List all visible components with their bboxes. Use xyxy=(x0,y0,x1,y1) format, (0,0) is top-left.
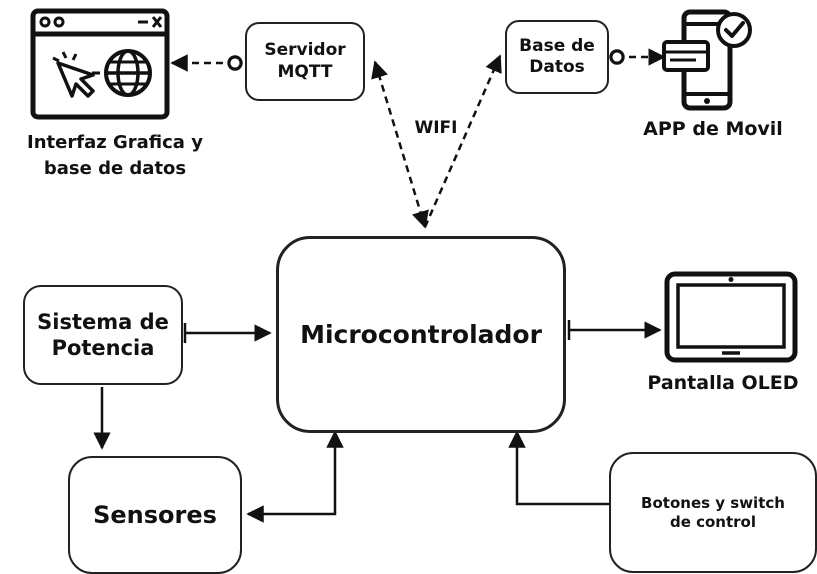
browser-globe-icon xyxy=(30,8,170,120)
mobile-app-check-icon xyxy=(662,9,752,111)
edge-wifi-servidor xyxy=(371,60,429,229)
edge-botones-micro xyxy=(508,430,609,506)
pantalla-label: Pantalla OLED xyxy=(647,372,799,394)
base-datos-node: Base de Datos xyxy=(505,20,609,94)
edge-sensores-micro xyxy=(246,430,344,523)
botones-switch-node: Botones y switch de control xyxy=(609,452,817,573)
sistema-potencia-node: Sistema de Potencia xyxy=(23,285,183,385)
servidor-mqtt-node: Servidor MQTT xyxy=(245,22,365,101)
sensores-node: Sensores xyxy=(68,456,242,574)
edge-wifi-basedatos xyxy=(423,54,502,228)
app-label: APP de Movil xyxy=(643,118,783,140)
interfaz-label: Interfaz Grafica y base de datos xyxy=(27,132,203,180)
wifi-label: WIFI xyxy=(414,118,458,138)
tablet-oled-icon xyxy=(664,271,798,363)
microcontrolador-node: Microcontrolador xyxy=(276,236,566,433)
